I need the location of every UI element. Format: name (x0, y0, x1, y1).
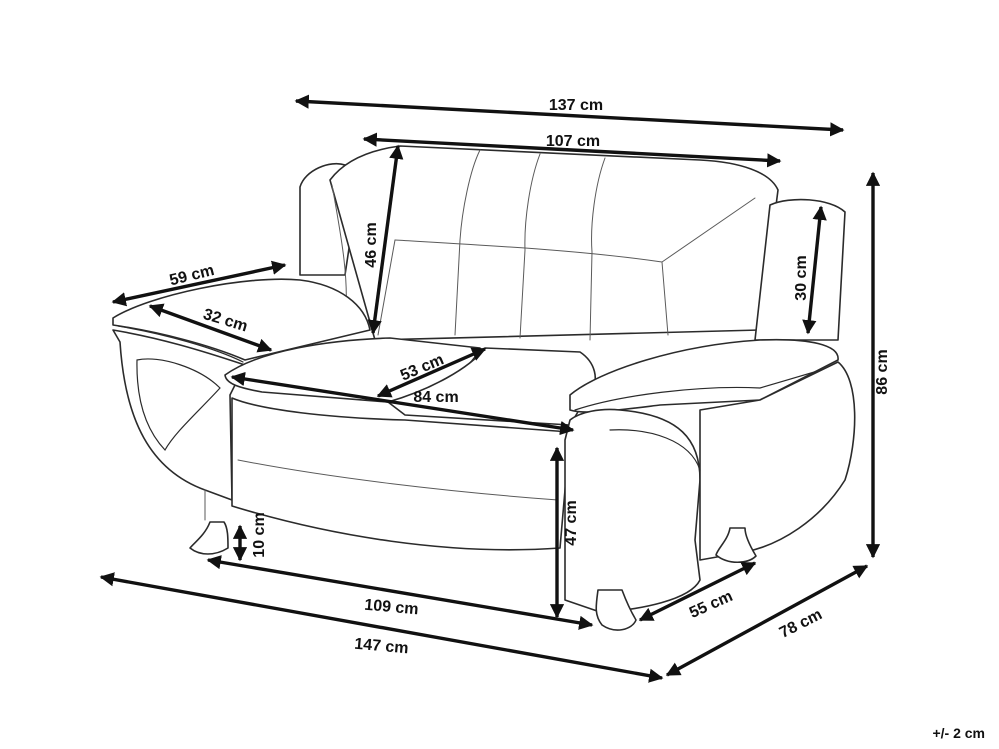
dim-label-147: 147 cm (354, 636, 410, 658)
dim-label-86: 86 cm (874, 349, 891, 394)
right-arm-side (699, 361, 856, 561)
dim-label-30: 30 cm (793, 255, 810, 300)
dim-line-84 (230, 371, 575, 436)
dim-line-46 (367, 144, 404, 335)
left-arm-body (112, 329, 246, 501)
leg-right (715, 527, 757, 564)
tolerance-note: +/- 2 cm (932, 725, 985, 741)
dim-label-84: 84 cm (413, 389, 458, 406)
dim-label-107: 107 cm (546, 133, 600, 150)
dim-line-137 (294, 94, 845, 137)
dim-label-10: 10 cm (251, 512, 268, 557)
dim-line-32 (148, 303, 273, 353)
dim-line-78 (665, 564, 869, 677)
dim-line-147 (99, 572, 664, 683)
dim-label-47: 47 cm (563, 500, 580, 545)
dim-label-137: 137 cm (549, 97, 603, 114)
dim-line-30 (802, 205, 827, 335)
backrest (329, 145, 779, 341)
dim-line-107 (362, 132, 782, 168)
dim-label-46: 46 cm (363, 222, 380, 267)
sofa-illustration (112, 145, 856, 631)
leg-left (189, 521, 229, 555)
dimension-lines (99, 94, 881, 683)
right-arm-body (564, 408, 701, 613)
dim-line-59 (111, 260, 287, 307)
dim-label-109: 109 cm (364, 597, 420, 619)
